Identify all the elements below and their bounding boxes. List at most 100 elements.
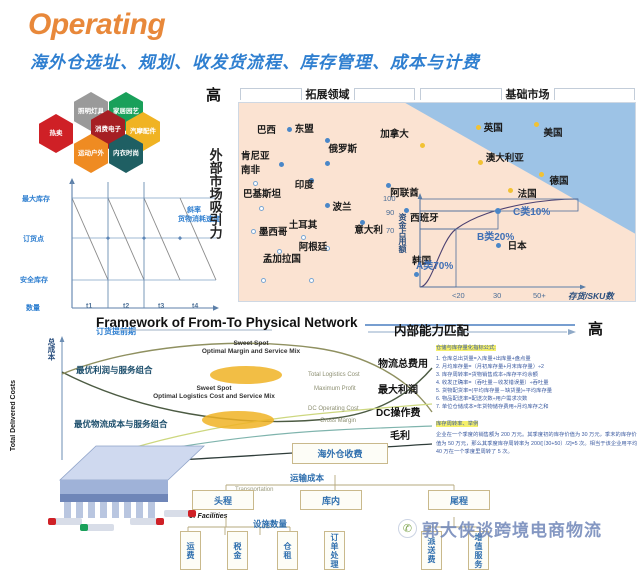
matrix-dot-西班牙[interactable] xyxy=(404,208,410,213)
matrix-dot-德国[interactable] xyxy=(539,172,545,177)
matrix-dot-意大利[interactable] xyxy=(360,220,366,225)
matrix-dot-unlabeled-23[interactable] xyxy=(260,278,266,283)
matrix-dot-俄罗斯[interactable] xyxy=(324,161,330,166)
hex-label-line1: 照明 xyxy=(78,107,91,115)
matrix-country-label-南非: 南非 xyxy=(240,165,260,176)
sweet-spot-top-line2: Optimal Margin and Service Mix xyxy=(201,348,301,356)
matrix-dot-土耳其[interactable] xyxy=(300,235,306,240)
abc-y-axis-label: 资金占用额 xyxy=(398,213,407,253)
legend-en-1: Maximum Profit xyxy=(314,386,356,392)
wechat-icon: ✆ xyxy=(398,519,417,538)
matrix-dot-巴西[interactable] xyxy=(286,127,292,132)
inventory-y-label-safety: 安全库存 xyxy=(20,277,48,284)
legend-cn-gross-margin: 毛利 xyxy=(390,431,410,442)
inventory-y-label-max: 最大库存 xyxy=(22,196,50,203)
matrix-dot-澳大利亚[interactable] xyxy=(477,160,483,165)
inventory-tick-t1: t1 xyxy=(86,303,93,310)
matrix-country-label-印度: 印度 xyxy=(294,180,314,191)
abc-y-tick-70: 70 xyxy=(386,226,395,235)
matrix-country-label-意大利: 意大利 xyxy=(354,225,383,236)
abc-class-c-label: C类10% xyxy=(513,207,551,218)
flow-box-freight: 运费 xyxy=(180,531,201,570)
abc-analysis-chart xyxy=(417,193,586,290)
hex-label-line1: 内衣 xyxy=(113,149,126,157)
matrix-dot-阿联酋[interactable] xyxy=(386,183,392,188)
matrix-dot-孟加拉国[interactable] xyxy=(276,249,282,254)
matrix-dots-layer: 巴西东盟加拿大英国美国肯尼亚俄罗斯澳大利亚南非印度德国阿联酋法国巴基斯坦波兰墨西… xyxy=(239,103,635,301)
sweet-spot-bottom-line2: Optimal Logistics Cost and Service Mix xyxy=(153,393,275,401)
matrix-dot-unlabeled-24[interactable] xyxy=(308,278,314,283)
internal-capability-axis xyxy=(120,324,576,335)
matrix-country-label-韩国: 韩国 xyxy=(412,256,432,267)
matrix-dot-日本[interactable] xyxy=(495,243,501,248)
hex-label-line1: 运动 xyxy=(78,149,91,157)
framework-title: Framework of From-To Physical Network xyxy=(96,315,358,330)
sweet-spot-top: Sweet Spot Optimal Margin and Service Mi… xyxy=(186,340,316,356)
sweet-spot-top-line1: Sweet Spot xyxy=(233,340,269,347)
matrix-dot-巴基斯坦[interactable] xyxy=(258,206,264,211)
matrix-country-label-德国: 德国 xyxy=(549,176,569,187)
abc-y-tick-100: 100 xyxy=(383,194,396,203)
bracket-expansion-label: 拓展领域 xyxy=(301,86,354,102)
page-subtitle: 海外仓选址、规划、收发货流程、库存管理、成本与计费 xyxy=(30,53,480,72)
matrix-dot-韩国[interactable] xyxy=(414,272,420,277)
matrix-dot-墨西哥[interactable] xyxy=(250,229,256,234)
sweet-spot-bottom-line1: Sweet Spot xyxy=(196,385,232,392)
hex-category-3[interactable]: 热卖 xyxy=(39,114,73,153)
bracket-base-market: 基础市场 xyxy=(420,86,635,102)
flow-box-in-warehouse: 库内 xyxy=(300,490,362,510)
abc-class-a-label: A类70% xyxy=(416,261,454,272)
hex-label-line1: 热卖 xyxy=(49,129,63,137)
inventory-slope-note-1: 斜率 xyxy=(187,207,201,214)
matrix-country-label-加拿大: 加拿大 xyxy=(380,129,409,140)
hex-label-line1: 家居 xyxy=(113,107,126,115)
legend-en-2: DC Operating Cost xyxy=(308,406,359,412)
legend-cn-dc-operating: DC操作费 xyxy=(376,408,421,419)
legend-en-3: Gross Margin xyxy=(320,418,357,424)
matrix-country-label-孟加拉国: 孟加拉国 xyxy=(262,254,301,265)
abc-y-tick-90: 90 xyxy=(386,208,395,217)
legend-cn-max-profit: 最大利润 xyxy=(378,385,418,396)
matrix-dot-东盟[interactable] xyxy=(324,138,330,143)
matrix-country-label-美国: 美国 xyxy=(543,128,563,139)
page-title: Operating xyxy=(28,8,166,41)
cost-y-axis-cn: 总成本 xyxy=(47,338,56,361)
bracket-base-market-label: 基础市场 xyxy=(501,86,554,102)
matrix-dot-英国[interactable] xyxy=(475,125,481,130)
hex-label-line2: 园艺 xyxy=(126,107,139,115)
turnover-example-paragraph: 企业在一个季度的销售额为 200 万元。其季度初的库存价值为 30 万元，季末的… xyxy=(436,432,638,455)
cost-y-axis-en: Total Delivered Costs xyxy=(10,380,17,452)
flow-box-value-added-service: 增值服务 xyxy=(468,531,489,570)
inventory-slope-note-2: 货物消耗速度 xyxy=(178,216,220,223)
matrix-country-label-俄罗斯: 俄罗斯 xyxy=(328,144,358,155)
cost-legend: Total Logistics Cost Maximum Profit DC O… xyxy=(308,363,360,450)
hex-label-line2: 时尚 xyxy=(126,149,139,157)
sweet-spot-bottom: Sweet Spot Optimal Logistics Cost and Se… xyxy=(134,385,294,401)
matrix-dot-法国[interactable] xyxy=(507,188,513,193)
flow-edge-label-transport-en: Transportation xyxy=(235,487,274,493)
formula-line-5: 5. 货物配货率=(平均库存量－缺货量)÷平均库存量 xyxy=(436,388,553,395)
formula-line-3: 3. 库存周转率=货物销售成本÷库存平均余额 xyxy=(436,372,538,379)
matrix-dot-加拿大[interactable] xyxy=(420,143,426,148)
matrix-country-label-波兰: 波兰 xyxy=(332,202,352,213)
matrix-dot-印度[interactable] xyxy=(308,178,314,183)
abc-class-b-label: B类20% xyxy=(477,232,515,243)
matrix-dot-阿根廷[interactable] xyxy=(324,246,330,251)
hex-category-7[interactable]: 内衣时尚 xyxy=(109,134,143,173)
external-market-attractiveness-label: 外部市场吸引力 xyxy=(207,148,223,239)
matrix-dot-南非[interactable] xyxy=(252,181,258,186)
matrix-country-label-日本: 日本 xyxy=(507,241,527,252)
flow-box-tax: 税金 xyxy=(227,531,248,570)
formula-line-6: 6. 物品配送率=配送次数÷用户需求次数 xyxy=(436,396,528,403)
hex-label-line1: 消费 xyxy=(95,125,108,133)
matrix-dot-波兰[interactable] xyxy=(324,203,330,208)
abc-x-axis-label: 存货/SKU数 xyxy=(568,291,614,301)
hex-label-line2: 配件 xyxy=(143,127,156,135)
matrix-dot-美国[interactable] xyxy=(533,122,539,127)
hex-label-line1: 汽摩 xyxy=(130,127,143,135)
matrix-dot-肯尼亚[interactable] xyxy=(278,162,284,167)
num-facilities-label: of Facilities xyxy=(189,513,228,520)
turnover-subheading: 库存周转率、举例 xyxy=(436,421,479,428)
inventory-tick-t4: t4 xyxy=(192,303,199,310)
hex-label-line2: 灯具 xyxy=(91,107,104,115)
